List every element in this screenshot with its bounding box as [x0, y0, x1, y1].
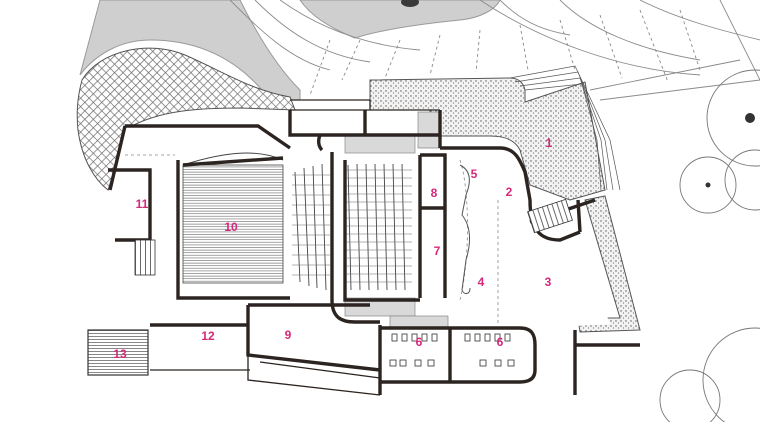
room-label-r2: 2 — [506, 185, 513, 199]
corridor-lines — [150, 99, 440, 396]
room-label-r11: 11 — [136, 197, 149, 211]
trees — [659, 69, 760, 422]
toilet-fixtures — [389, 333, 515, 367]
outdoor-steps — [509, 65, 621, 191]
room-label-r8: 8 — [431, 186, 438, 200]
room-label-r5: 5 — [471, 167, 478, 181]
ramp-stipple — [577, 195, 641, 333]
stair-east — [527, 198, 573, 234]
room-label-r1: 1 — [546, 136, 553, 150]
terrace-hatch — [76, 47, 296, 191]
room-label-r6b: 6 — [497, 335, 504, 349]
studio-seat-ticks — [292, 169, 412, 283]
landscape-paths — [229, 0, 760, 101]
room-label-r7: 7 — [434, 244, 441, 258]
stair-11 — [134, 239, 156, 276]
walls — [108, 110, 640, 395]
room-label-r10: 10 — [224, 220, 238, 234]
service-zones — [344, 111, 449, 329]
deck-13 — [87, 329, 149, 376]
landscape-lawn — [79, 0, 501, 101]
room-label-r9: 9 — [285, 328, 292, 342]
room-label-r6a: 6 — [416, 335, 423, 349]
seating-hall-10 — [182, 164, 284, 284]
room-label-r3: 3 — [545, 275, 552, 289]
plaza-stipple — [369, 77, 606, 201]
room-label-r12: 12 — [201, 329, 215, 343]
lobby-counter — [459, 164, 471, 294]
room-label-r4: 4 — [478, 275, 485, 289]
room-label-r13: 13 — [113, 347, 127, 361]
